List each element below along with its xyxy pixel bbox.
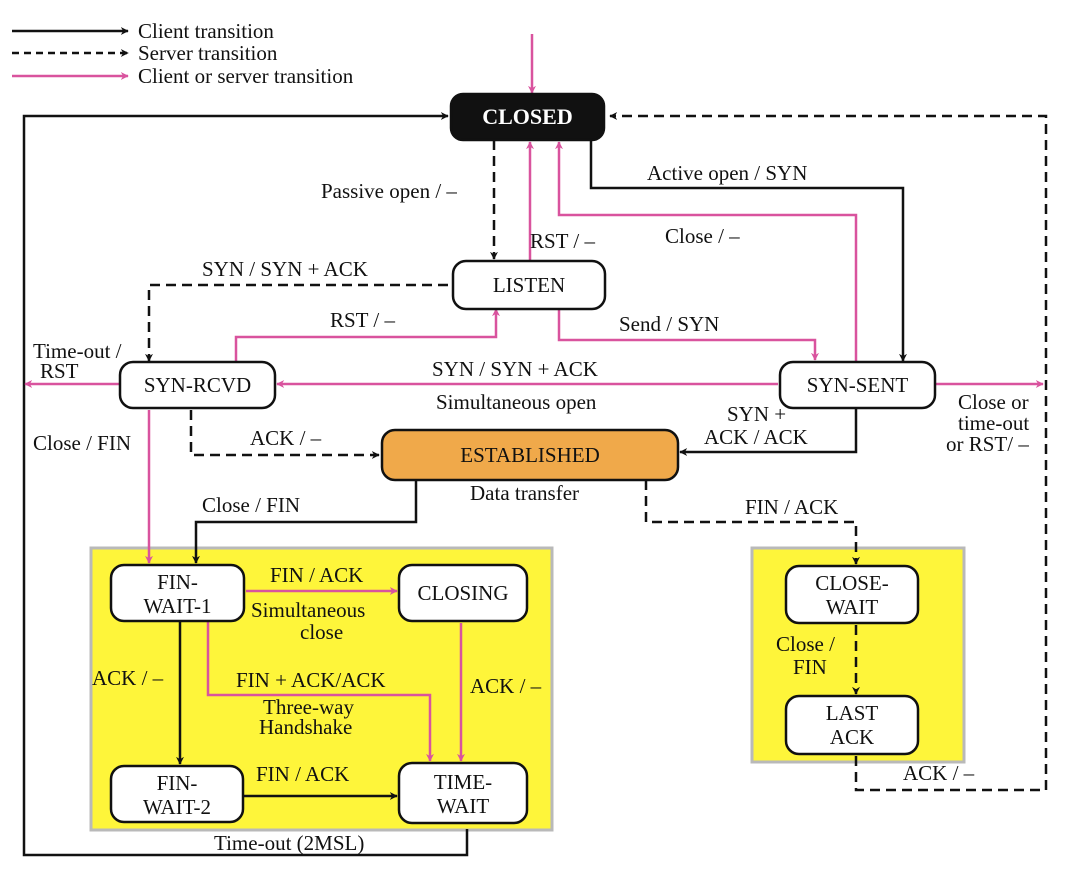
state-fin-wait-1[interactable] bbox=[109, 563, 246, 623]
state-last-ack-line2: ACK bbox=[830, 725, 874, 749]
state-close-wait-line2: WAIT bbox=[826, 595, 879, 619]
label-close-or-timeout-1: Close or bbox=[958, 390, 1029, 414]
ack-lastack-arrow bbox=[609, 112, 1048, 792]
state-listen-label: LISTEN bbox=[493, 273, 565, 297]
label-timeout-rst-1: Time-out / bbox=[33, 339, 122, 363]
label-fin-ack-est: FIN / ACK bbox=[745, 495, 838, 519]
state-closed-label: CLOSED bbox=[482, 104, 572, 129]
syn-synack-listen-arrow bbox=[145, 283, 448, 362]
label-syn-synack-listen: SYN / SYN + ACK bbox=[202, 257, 368, 281]
state-time-wait[interactable] bbox=[397, 761, 529, 825]
state-fin-wait-2[interactable] bbox=[109, 764, 245, 824]
state-time-wait-line1: TIME- bbox=[434, 770, 492, 794]
legend: Client transition Server transition Clie… bbox=[12, 19, 354, 88]
label-close-or-timeout-2: time-out bbox=[958, 411, 1029, 435]
label-fin-ack-ack: FIN + ACK/ACK bbox=[236, 668, 386, 692]
active-open-arrow bbox=[589, 138, 907, 362]
legend-server: Server transition bbox=[138, 41, 278, 65]
state-fin-wait-1-line2: WAIT-1 bbox=[143, 594, 211, 618]
state-established[interactable] bbox=[380, 428, 680, 482]
label-simultaneous-open-top: SYN / SYN + ACK bbox=[432, 357, 598, 381]
label-fin-ack-closing: FIN / ACK bbox=[270, 563, 363, 587]
state-close-wait-line1: CLOSE- bbox=[815, 571, 889, 595]
both-transitions bbox=[24, 34, 1044, 762]
label-close-or-timeout-3: or RST/ – bbox=[946, 432, 1029, 456]
close-synsent-arrow bbox=[555, 141, 858, 362]
send-syn-arrow bbox=[557, 309, 819, 361]
state-syn-rcvd-label: SYN-RCVD bbox=[144, 373, 251, 397]
legend-both: Client or server transition bbox=[138, 64, 354, 88]
fin-ack-est-arrow bbox=[644, 480, 860, 565]
synack-ack-arrow bbox=[679, 393, 858, 456]
label-ack-lastack: ACK / – bbox=[903, 761, 975, 785]
label-timeout-rst-2: RST bbox=[40, 359, 79, 383]
state-syn-sent[interactable] bbox=[778, 360, 937, 410]
state-last-ack-line1: LAST bbox=[826, 701, 879, 725]
label-data-transfer: Data transfer bbox=[470, 481, 579, 505]
state-fin-wait-2-line1: FIN- bbox=[157, 771, 198, 795]
label-synack-ack-2: ACK / ACK bbox=[704, 425, 808, 449]
state-listen[interactable] bbox=[451, 259, 607, 311]
state-syn-rcvd[interactable] bbox=[118, 360, 277, 410]
client-transitions bbox=[22, 112, 907, 857]
state-syn-sent-label: SYN-SENT bbox=[807, 373, 909, 397]
label-synack-ack-1: SYN + bbox=[727, 402, 786, 426]
label-active-open: Active open / SYN bbox=[647, 161, 807, 185]
label-close-fin-cw-2: FIN bbox=[793, 655, 827, 679]
state-closed[interactable] bbox=[449, 92, 606, 142]
state-close-wait[interactable] bbox=[784, 564, 920, 625]
label-rst-closed: RST / – bbox=[530, 229, 595, 253]
label-fin-ack-fw2: FIN / ACK bbox=[256, 762, 349, 786]
label-ack-closing: ACK / – bbox=[470, 674, 542, 698]
transition-labels: Passive open / – RST / – Active open / S… bbox=[33, 161, 1029, 855]
state-fin-wait-1-line1: FIN- bbox=[157, 570, 198, 594]
state-established-label: ESTABLISHED bbox=[460, 443, 599, 467]
fin-ack-ack-arrow bbox=[206, 621, 434, 762]
legend-client: Client transition bbox=[138, 19, 274, 43]
state-time-wait-line2: WAIT bbox=[437, 794, 490, 818]
label-close-fin-rcvd: Close / FIN bbox=[33, 431, 131, 455]
label-close-fin-cw-1: Close / bbox=[776, 632, 835, 656]
rst-rcvd-listen-arrow bbox=[234, 308, 500, 362]
label-close-fin-est: Close / FIN bbox=[202, 493, 300, 517]
state-fin-wait-2-line2: WAIT-2 bbox=[143, 795, 211, 819]
label-send-syn: Send / SYN bbox=[619, 312, 719, 336]
timeout-2msl-arrow bbox=[22, 112, 469, 857]
label-rst-listen: RST / – bbox=[330, 308, 395, 332]
label-ack-rcvd: ACK / – bbox=[250, 426, 322, 450]
label-close-synsent: Close / – bbox=[665, 224, 740, 248]
state-last-ack[interactable] bbox=[784, 694, 920, 756]
label-ack-fw1: ACK / – bbox=[92, 666, 164, 690]
label-simultaneous-close-2: close bbox=[300, 620, 343, 644]
label-three-way-1: Three-way bbox=[263, 695, 354, 719]
server-transitions bbox=[145, 112, 1048, 792]
label-passive-open: Passive open / – bbox=[321, 179, 457, 203]
label-simultaneous-close-1: Simultaneous bbox=[251, 598, 365, 622]
state-closing-label: CLOSING bbox=[417, 581, 508, 605]
label-simultaneous-open-bottom: Simultaneous open bbox=[436, 390, 597, 414]
label-three-way-2: Handshake bbox=[259, 715, 352, 739]
state-closing[interactable] bbox=[397, 563, 529, 623]
close-fin-est-arrow bbox=[192, 481, 418, 564]
label-timeout-2msl: Time-out (2MSL) bbox=[214, 831, 364, 855]
